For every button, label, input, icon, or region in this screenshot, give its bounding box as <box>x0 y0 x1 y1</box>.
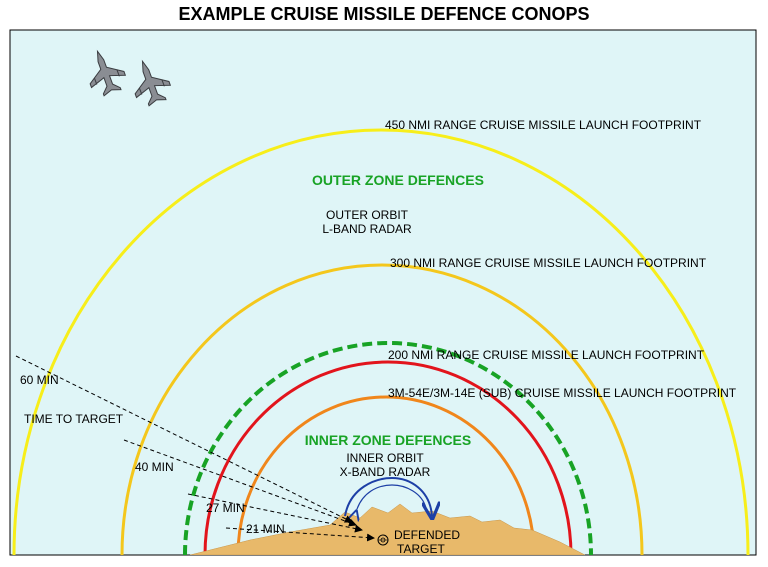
outer-orbit-label: OUTER ORBIT <box>326 208 409 222</box>
time-arrow-21 <box>225 527 375 542</box>
inner-zone-label: INNER ZONE DEFENCES <box>305 432 471 448</box>
ring-sub-label: 3M-54E/3M-14E (SUB) CRUISE MISSILE LAUNC… <box>388 386 737 400</box>
ring-200-label: 200 NMI RANGE CRUISE MISSILE LAUNCH FOOT… <box>388 348 705 362</box>
inner-orbit-path <box>356 484 427 512</box>
fighter-jet-icon <box>89 49 127 97</box>
min-27-label: 27 MIN <box>206 501 245 515</box>
time-arrow-40 <box>123 439 357 527</box>
ring-200-nmi <box>203 360 573 555</box>
time-to-target-label: TIME TO TARGET <box>24 412 124 426</box>
fighter-jet-icon <box>134 59 172 107</box>
min-21-label: 21 MIN <box>246 522 285 536</box>
min-40-label: 40 MIN <box>135 460 174 474</box>
ring-sub-footprint <box>236 395 536 555</box>
defended-target-label-2: TARGET <box>397 542 445 556</box>
ring-450-nmi <box>12 128 750 555</box>
defended-target-label: DEFENDED <box>394 528 460 542</box>
ring-450-label: 450 NMI RANGE CRUISE MISSILE LAUNCH FOOT… <box>385 118 702 132</box>
outer-orbit-ring <box>183 341 593 555</box>
outer-radar-label: L-BAND RADAR <box>322 222 412 236</box>
ring-300-nmi <box>120 263 644 555</box>
min-60-label: 60 MIN <box>20 373 59 387</box>
inner-orbit-label: INNER ORBIT <box>346 451 424 465</box>
page-title: EXAMPLE CRUISE MISSILE DEFENCE CONOPS <box>178 4 590 24</box>
ring-300-label: 300 NMI RANGE CRUISE MISSILE LAUNCH FOOT… <box>390 256 707 270</box>
outer-zone-label: OUTER ZONE DEFENCES <box>312 172 484 188</box>
time-arrow-27 <box>187 493 363 533</box>
inner-orbit-path <box>344 476 432 516</box>
target-icon <box>377 534 389 546</box>
inner-radar-label: X-BAND RADAR <box>340 465 431 479</box>
